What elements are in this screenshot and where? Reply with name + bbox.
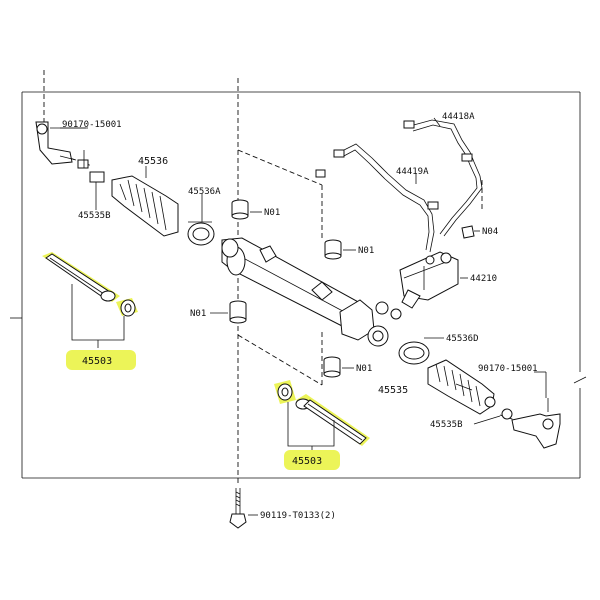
- bushing-left: [229, 300, 247, 324]
- leader-lines: [60, 117, 547, 425]
- label-pipe-upper: 44418A: [442, 112, 475, 122]
- tie-rod-end-right: [511, 398, 561, 449]
- label-inner-tie-rod-right: 45503: [292, 456, 322, 467]
- assembly-guides: [43, 70, 546, 486]
- diagram-frame: [10, 91, 587, 479]
- clip-ring-left: [187, 221, 215, 246]
- label-nut-n04: N04: [482, 227, 498, 237]
- label-bolt: 90119-T0133(2): [260, 511, 336, 521]
- label-boot-right: 45535: [378, 385, 408, 396]
- bushing-top: [231, 199, 249, 220]
- inner-tie-rod-left: [42, 252, 138, 370]
- clamp-right: [484, 396, 513, 420]
- label-tie-rod-end-left: 90170-15001: [62, 120, 122, 130]
- label-bushing-bottom: N01: [356, 364, 372, 374]
- label-clamp-right: 45535B: [430, 420, 463, 430]
- label-gear-housing: 44210: [470, 274, 497, 284]
- label-clamp-left: 45535B: [78, 211, 111, 221]
- bolt-90119: [229, 488, 258, 529]
- bushing-mid: [324, 239, 342, 260]
- tie-rod-end-left: [35, 121, 105, 183]
- label-bushing-top: N01: [264, 208, 280, 218]
- nut-n04: [461, 225, 480, 239]
- steering-rack-housing: [221, 237, 402, 347]
- bushing-bottom: [323, 356, 341, 378]
- label-clip-left: 45536A: [188, 187, 221, 197]
- pressure-pipe-upper: [403, 119, 483, 237]
- boot-left: [111, 175, 179, 237]
- label-boot-left: 45536: [138, 156, 168, 167]
- pressure-pipe-lower: [315, 143, 439, 253]
- inner-tie-rod-right: [274, 380, 370, 470]
- label-pipe-lower: 44419A: [396, 167, 429, 177]
- label-bolt-qty: (2): [320, 511, 336, 521]
- label-bolt-code: 90119-T0133: [260, 511, 320, 521]
- clip-ring-right: [398, 341, 430, 365]
- label-bushing-mid: N01: [358, 246, 374, 256]
- label-bushing-left: N01: [190, 309, 206, 319]
- label-clip-right: 45536D: [446, 334, 479, 344]
- gear-valve-assembly: [399, 251, 459, 309]
- label-inner-tie-rod-left: 45503: [82, 356, 112, 367]
- label-tie-rod-end-right: 90170-15001: [478, 364, 538, 374]
